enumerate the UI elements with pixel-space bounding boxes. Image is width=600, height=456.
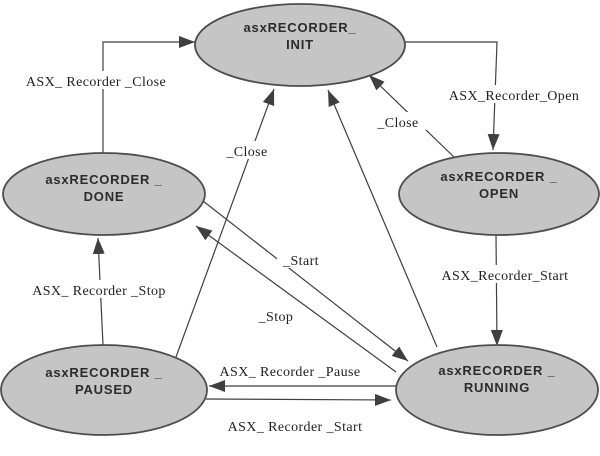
label-close-from-paused: _Close xyxy=(225,145,267,160)
state-running-line2: RUNNING xyxy=(464,380,530,395)
state-open-line2: OPEN xyxy=(479,186,519,201)
state-open-line1: asxRECORDER _ xyxy=(440,169,557,184)
transition-paused-to-running xyxy=(205,393,392,406)
transition-paused-to-init xyxy=(175,88,275,358)
state-done-line1: asxRECORDER _ xyxy=(45,172,162,187)
label-recorder-open: ASX_Recorder_Open xyxy=(449,89,579,104)
state-paused: asxRECORDER _ PAUSED xyxy=(0,344,208,436)
transition-done-to-running xyxy=(202,200,409,362)
state-done-line2: DONE xyxy=(84,189,125,204)
transition-running-to-done xyxy=(195,225,397,373)
transition-done-to-init xyxy=(102,36,195,153)
state-init: asxRECORDER_ INIT xyxy=(194,3,406,87)
label-close-from-open: _Close xyxy=(376,116,418,131)
label-recorder-start-bottom: ASX_ Recorder _Start xyxy=(228,420,363,435)
edge-labels: ASX_ Recorder _Close ASX_Recorder_Open _… xyxy=(16,71,594,435)
label-recorder-close: ASX_ Recorder _Close xyxy=(26,75,166,90)
label-recorder-start-right: ASX_Recorder_Start xyxy=(442,269,569,284)
state-running: asxRECORDER _ RUNNING xyxy=(395,344,599,436)
transition-open-to-running xyxy=(490,234,503,347)
state-init-line1: asxRECORDER_ xyxy=(244,20,357,35)
label-stop-diagonal: _Stop xyxy=(258,310,294,325)
transition-running-to-init xyxy=(327,89,438,348)
state-running-line1: asxRECORDER _ xyxy=(438,363,555,378)
state-open: asxRECORDER _ OPEN xyxy=(398,152,600,236)
state-paused-line2: PAUSED xyxy=(75,382,133,397)
label-recorder-pause: ASX_ Recorder _Pause xyxy=(220,365,361,380)
state-done: asxRECORDER _ DONE xyxy=(2,152,206,236)
transition-init-to-open xyxy=(405,41,500,151)
label-start-diagonal: _Start xyxy=(282,254,319,269)
state-init-line2: INIT xyxy=(286,37,314,52)
label-recorder-stop: ASX_ Recorder _Stop xyxy=(32,284,166,299)
state-paused-line1: asxRECORDER _ xyxy=(45,365,162,380)
